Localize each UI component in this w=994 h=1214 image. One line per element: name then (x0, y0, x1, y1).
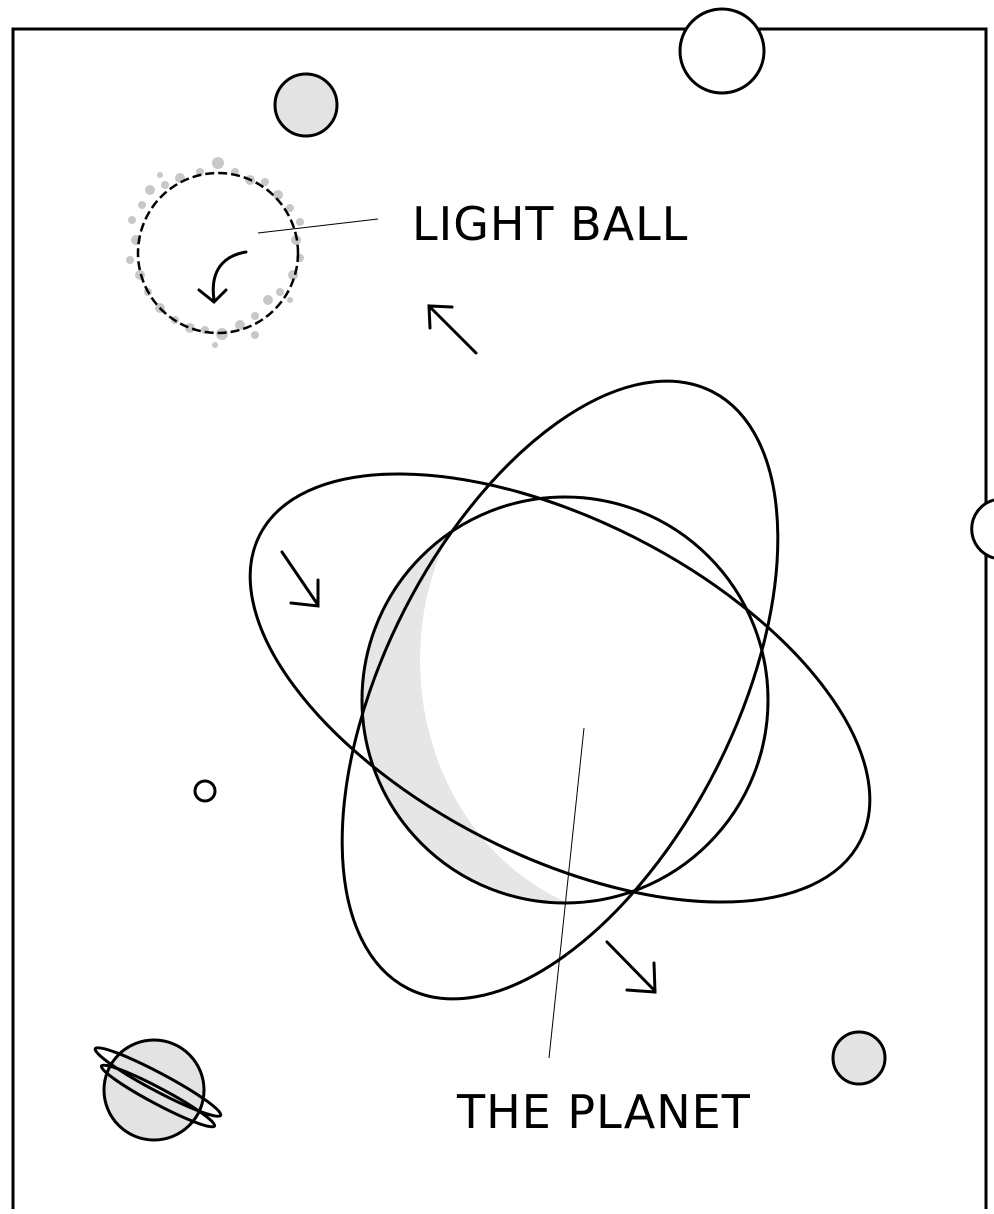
light-ball-icon (126, 157, 304, 348)
orbit-arrow-bottom-icon (607, 942, 655, 992)
light-ball-label: LIGHT BALL (412, 197, 688, 251)
light-ball-leader (258, 219, 378, 233)
grey-moon-bottom-icon (833, 1032, 885, 1084)
orbit-arrow-left-icon (282, 552, 318, 606)
planet-label: THE PLANET (456, 1085, 751, 1139)
arrow-up-left-icon (429, 306, 476, 353)
curved-arrow-icon (199, 252, 246, 302)
edge-moon-icon (972, 500, 994, 558)
grey-moon-icon (275, 74, 337, 136)
tiny-moon-icon (195, 781, 215, 801)
top-moon-icon (680, 9, 764, 93)
sparkle-dots (126, 157, 304, 348)
ringed-planet-icon (91, 1040, 225, 1140)
